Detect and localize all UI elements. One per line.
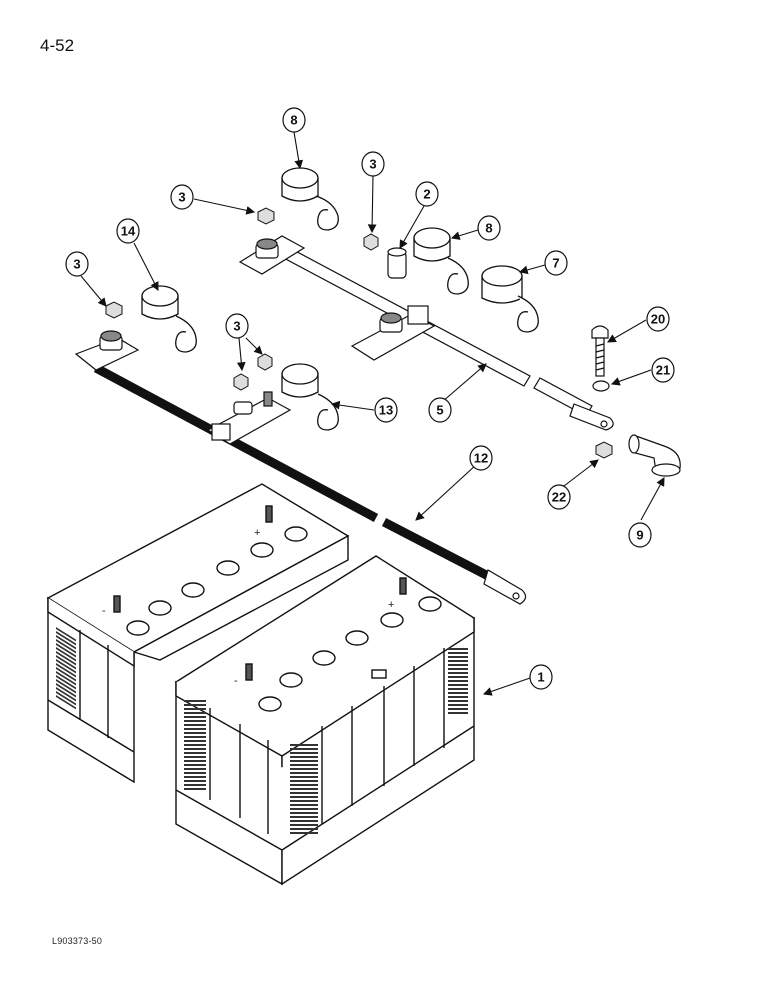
plug <box>387 247 407 279</box>
washer <box>592 380 610 392</box>
positive-cable <box>238 235 614 431</box>
callout-8-right: 8 <box>485 221 492 236</box>
callout-3-left: 3 <box>73 257 80 272</box>
callout-1: 1 <box>537 670 544 685</box>
battery-rear-negative-sign: - <box>102 605 106 617</box>
battery-rear-positive-sign: + <box>254 527 260 539</box>
callout-20: 20 <box>651 312 665 327</box>
ground-cable <box>74 330 527 605</box>
callout-3-upper-left: 3 <box>178 190 185 205</box>
callout-9: 9 <box>636 528 643 543</box>
callout-7: 7 <box>552 256 559 271</box>
callout-3-top: 3 <box>369 157 376 172</box>
callout-2: 2 <box>423 187 430 202</box>
battery-front-positive-sign: + <box>388 599 394 611</box>
terminal-covers <box>141 167 539 431</box>
callout-8-top: 8 <box>290 113 297 128</box>
callout-5: 5 <box>436 403 443 418</box>
battery-front-negative-sign: - <box>234 675 238 687</box>
callout-13: 13 <box>379 403 393 418</box>
battery-front <box>174 555 476 886</box>
callout-12: 12 <box>474 451 488 466</box>
document-code: L903373-50 <box>52 936 103 946</box>
callout-leaders <box>80 131 665 696</box>
callout-3-middle: 3 <box>233 319 240 334</box>
page-number: 4-52 <box>40 36 75 55</box>
nut-hardware <box>105 207 613 459</box>
callout-bubbles <box>65 107 675 690</box>
terminal-boot <box>628 434 681 477</box>
callout-22: 22 <box>552 490 566 505</box>
battery-rear <box>46 483 350 784</box>
bolt <box>591 325 609 377</box>
callout-14: 14 <box>121 224 136 239</box>
callout-21: 21 <box>656 363 670 378</box>
